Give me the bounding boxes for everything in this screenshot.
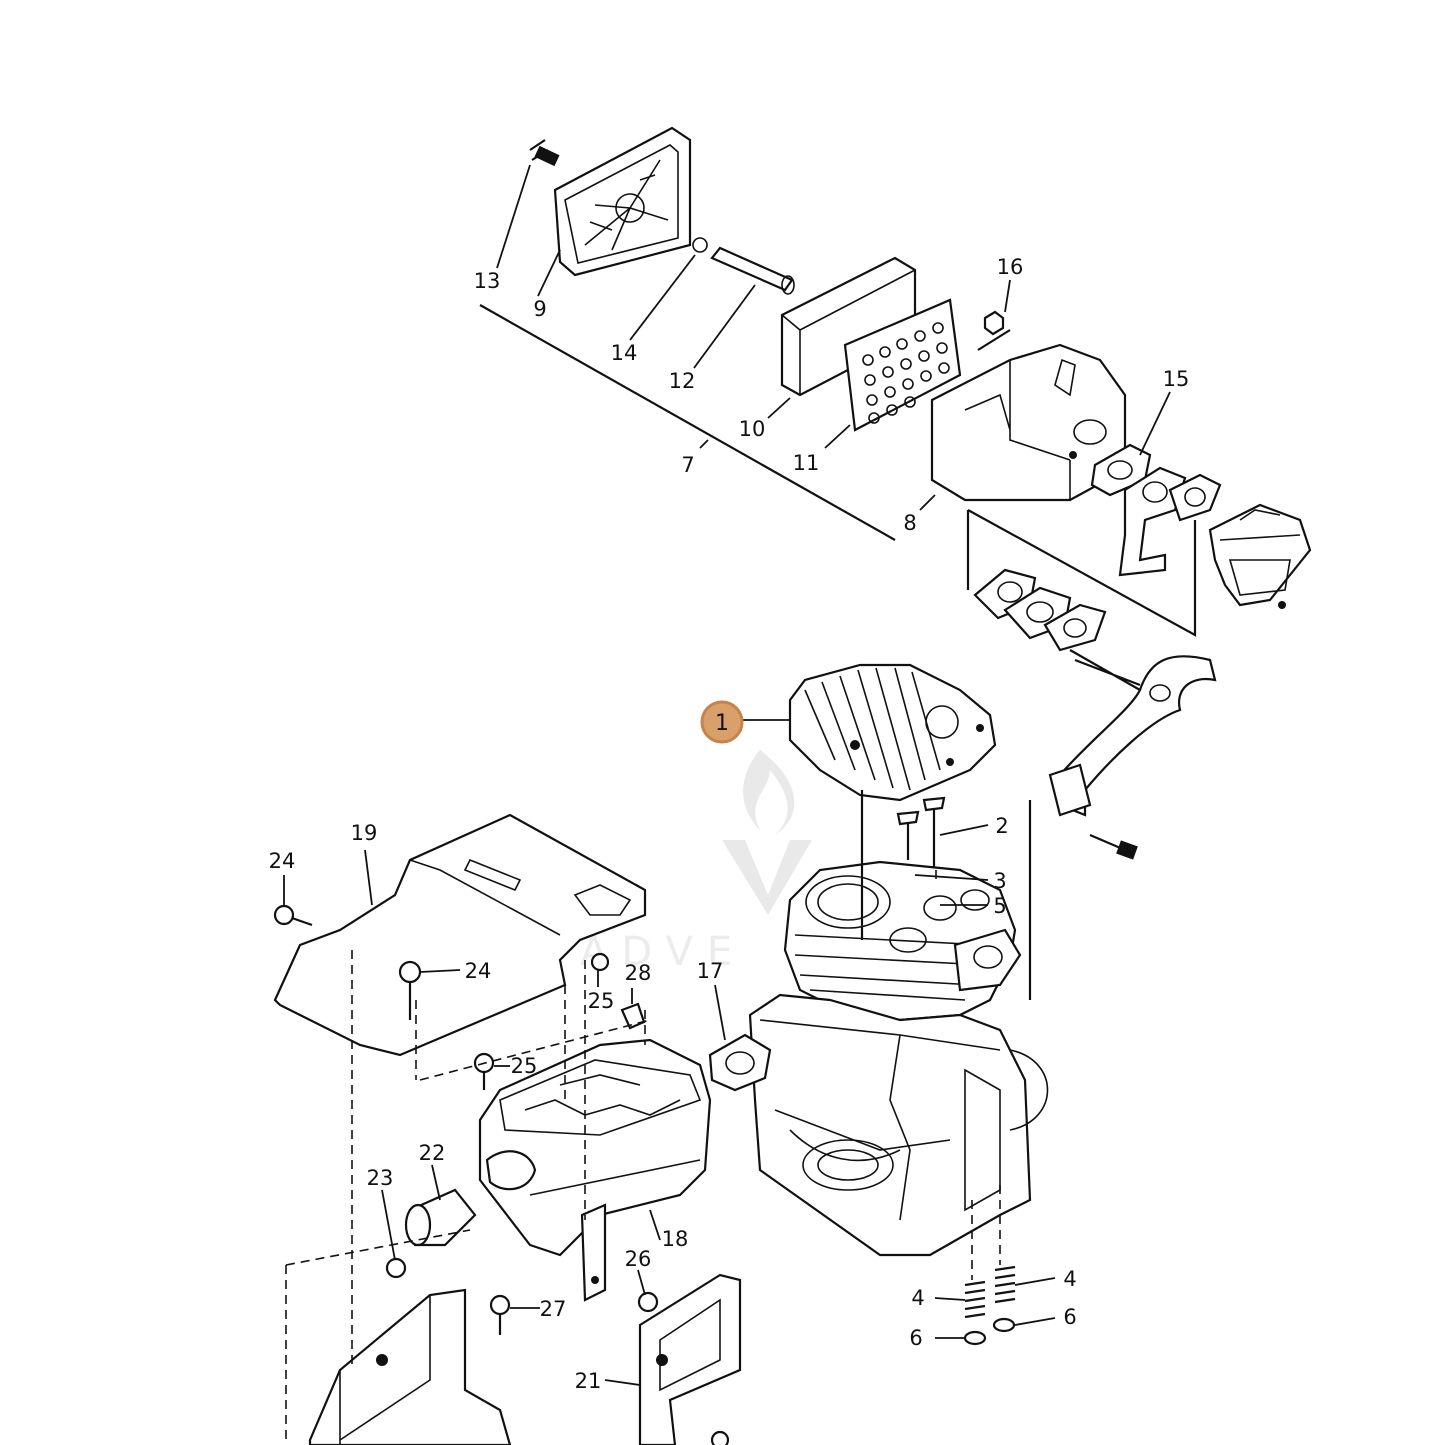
- muffler-strap: [580, 1203, 607, 1302]
- callout-15: 15: [1163, 367, 1190, 391]
- callout-5: 5: [993, 894, 1006, 918]
- callout-7: 7: [681, 453, 694, 477]
- callout-6-left: 6: [909, 1326, 922, 1350]
- cover-screw-13: [529, 139, 560, 167]
- washer-14: [692, 237, 708, 253]
- leader-lines: [283, 164, 1171, 1386]
- callout-27: 27: [540, 1297, 567, 1321]
- callout-10: 10: [739, 417, 766, 441]
- callout-26: 26: [625, 1247, 652, 1271]
- callout-8: 8: [903, 511, 916, 535]
- callout-23: 23: [367, 1166, 394, 1190]
- cylinder-head: [788, 663, 997, 802]
- callout-4-right: 4: [1063, 1267, 1076, 1291]
- callout-16: 16: [997, 255, 1024, 279]
- callout-2: 2: [995, 814, 1008, 838]
- callout-18: 18: [662, 1227, 689, 1251]
- callout-11: 11: [793, 451, 820, 475]
- intake-gaskets: [973, 568, 1107, 652]
- callout-12: 12: [669, 369, 696, 393]
- bracket-21: [638, 1273, 742, 1445]
- callout-25-top: 25: [588, 989, 615, 1013]
- muffler: [478, 1038, 712, 1257]
- highlight-marker[interactable]: [700, 700, 744, 744]
- air-cleaner-cover: [553, 126, 692, 277]
- highlight-callout-1[interactable]: 1: [700, 700, 744, 744]
- callout-14: 14: [611, 341, 638, 365]
- spacer-tube-12: [710, 246, 795, 295]
- callout-17: 17: [697, 959, 724, 983]
- callout-9: 9: [533, 297, 546, 321]
- spark-arrestor: [404, 1188, 477, 1247]
- highlight-label: 1: [715, 711, 729, 736]
- callout-24-top: 24: [269, 849, 296, 873]
- callout-24-mid: 24: [465, 959, 492, 983]
- muffler-bracket: [308, 1288, 512, 1445]
- callout-13: 13: [474, 269, 501, 293]
- nut-16: [983, 310, 1005, 336]
- callout-21: 21: [575, 1369, 602, 1393]
- gasket-plate: [1118, 466, 1222, 577]
- callout-22: 22: [419, 1141, 446, 1165]
- air-cleaner-base: [930, 343, 1127, 502]
- callout-6-right: 6: [1063, 1305, 1076, 1329]
- carburetor: [1208, 503, 1312, 609]
- callout-4-left: 4: [911, 1286, 924, 1310]
- assembly-lines: [285, 304, 1197, 1445]
- blower-shroud: [273, 813, 647, 1057]
- exhaust-gasket: [708, 1033, 772, 1092]
- callout-19: 19: [351, 821, 378, 845]
- cylinder-block: [748, 860, 1049, 1257]
- head-bolts: [896, 796, 946, 868]
- callout-25-mid: 25: [511, 1054, 538, 1078]
- callout-28: 28: [625, 961, 652, 985]
- watermark-logo: ADVE: [580, 750, 812, 975]
- callout-3: 3: [993, 869, 1006, 893]
- callout-labels: 13 9 14 12 10 7 11 16 15 8 2 3 5 19 24 2…: [269, 255, 1190, 1393]
- filter-screen: [843, 298, 962, 432]
- intake-pipe: [1048, 649, 1217, 860]
